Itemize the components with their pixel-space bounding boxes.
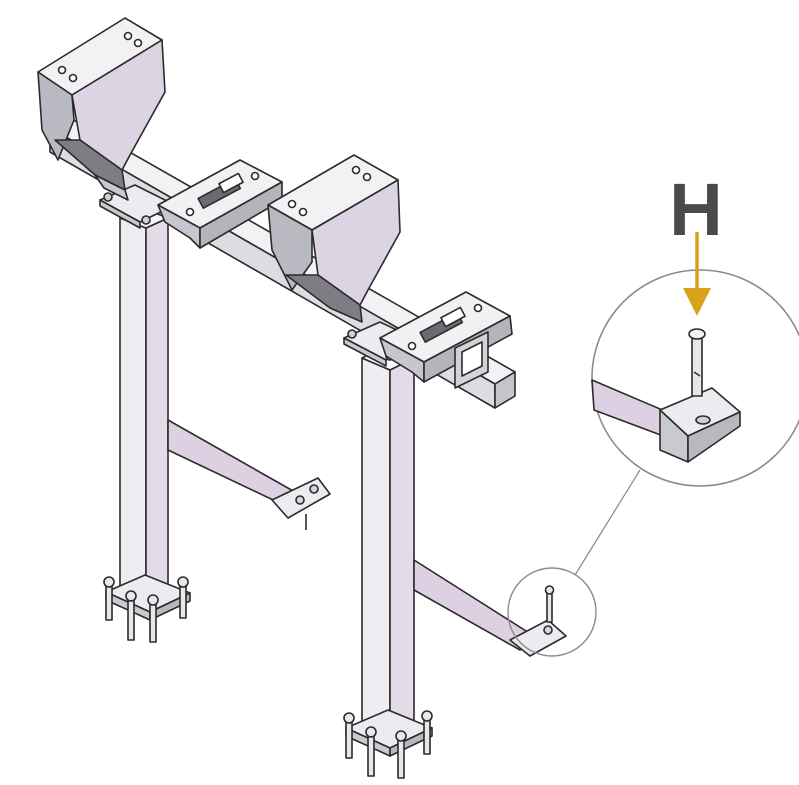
right-post (361, 345, 415, 741)
right-anchor-bolts (343, 710, 433, 779)
right-cradle (267, 154, 401, 323)
left-post (119, 207, 169, 606)
right-base-plate (345, 709, 433, 757)
right-brace (413, 559, 567, 657)
callout-letter: H (669, 168, 722, 251)
left-slotted-bracket (157, 159, 283, 249)
left-brace (167, 419, 331, 530)
detail-circle-small (507, 567, 597, 657)
left-anchor-bolts (103, 576, 189, 643)
leader-line (574, 469, 641, 576)
detail-view (591, 328, 741, 463)
brace-bolt (544, 585, 555, 623)
right-slotted-bracket (379, 291, 513, 389)
left-cradle (37, 17, 166, 201)
anchor-bolt-icon (688, 328, 706, 397)
